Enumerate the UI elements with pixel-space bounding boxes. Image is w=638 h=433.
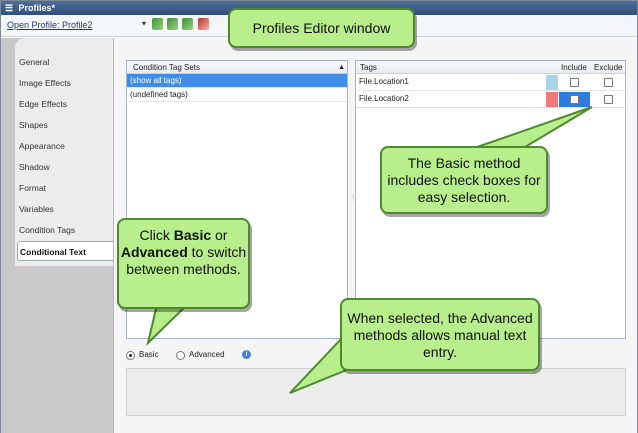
list-item[interactable]: (show all tags): [127, 74, 347, 88]
info-icon[interactable]: i: [242, 350, 251, 359]
sidebar-item-appearance[interactable]: Appearance: [19, 141, 65, 151]
list-item[interactable]: (undefined tags): [127, 88, 347, 102]
sidebar-item-shadow[interactable]: Shadow: [19, 162, 50, 172]
sidebar: General Image Effects Edge Effects Shape…: [1, 38, 114, 433]
tags-table-header: Tags Include Exclude: [356, 61, 625, 74]
sidebar-item-condition-tags[interactable]: Condition Tags: [19, 225, 76, 235]
condition-tag-sets-header: Condition Tag Sets ▲: [127, 61, 347, 74]
splitter-handle[interactable]: ⋮: [350, 195, 357, 202]
advanced-radio[interactable]: [176, 351, 185, 360]
tag-color-swatch: [546, 92, 558, 107]
sidebar-item-conditional-text[interactable]: Conditional Text: [17, 241, 114, 261]
scroll-up-icon[interactable]: ▲: [338, 64, 345, 71]
sidebar-item-general[interactable]: General: [19, 57, 50, 67]
sidebar-item-variables[interactable]: Variables: [19, 204, 54, 214]
advanced-radio-label[interactable]: Advanced: [189, 350, 225, 359]
save-icon[interactable]: [152, 18, 163, 30]
callout-switch-methods: Click Basic or Advanced to switch betwee…: [117, 218, 250, 309]
table-row[interactable]: File.Location2: [356, 92, 625, 108]
callout-basic-method: The Basic method includes check boxes fo…: [380, 146, 548, 214]
basic-radio-label[interactable]: Basic: [139, 350, 159, 359]
column-header-include: Include: [561, 63, 587, 72]
chevron-down-icon[interactable]: ▾: [142, 19, 147, 28]
sidebar-item-image-effects[interactable]: Image Effects: [19, 78, 71, 88]
delete-icon[interactable]: [198, 18, 209, 30]
callout-advanced-method: When selected, the Advanced methods allo…: [340, 298, 540, 371]
open-profile-link[interactable]: Open Profile: Profile2: [7, 20, 93, 30]
callout-title: Profiles Editor window: [228, 8, 415, 48]
sidebar-item-shapes[interactable]: Shapes: [19, 120, 48, 130]
include-checkbox[interactable]: [570, 78, 579, 87]
window-title: Profiles*: [18, 3, 56, 13]
sidebar-background: [15, 38, 113, 266]
basic-radio[interactable]: [126, 351, 135, 360]
advanced-text-area[interactable]: [126, 368, 626, 416]
exclude-checkbox[interactable]: [604, 78, 613, 87]
column-header-tags: Tags: [360, 63, 377, 72]
sidebar-item-format[interactable]: Format: [19, 183, 46, 193]
include-checkbox[interactable]: [570, 95, 579, 104]
exclude-checkbox[interactable]: [604, 95, 613, 104]
tag-color-swatch: [546, 75, 558, 90]
hamburger-icon[interactable]: ☰: [5, 3, 14, 13]
save-all-icon[interactable]: [182, 18, 193, 30]
tag-name: File.Location2: [359, 94, 409, 103]
save-as-icon[interactable]: [167, 18, 178, 30]
table-row[interactable]: File.Location1: [356, 75, 625, 91]
column-header-exclude: Exclude: [594, 63, 623, 72]
tag-name: File.Location1: [359, 77, 409, 86]
sidebar-item-edge-effects[interactable]: Edge Effects: [19, 99, 68, 109]
